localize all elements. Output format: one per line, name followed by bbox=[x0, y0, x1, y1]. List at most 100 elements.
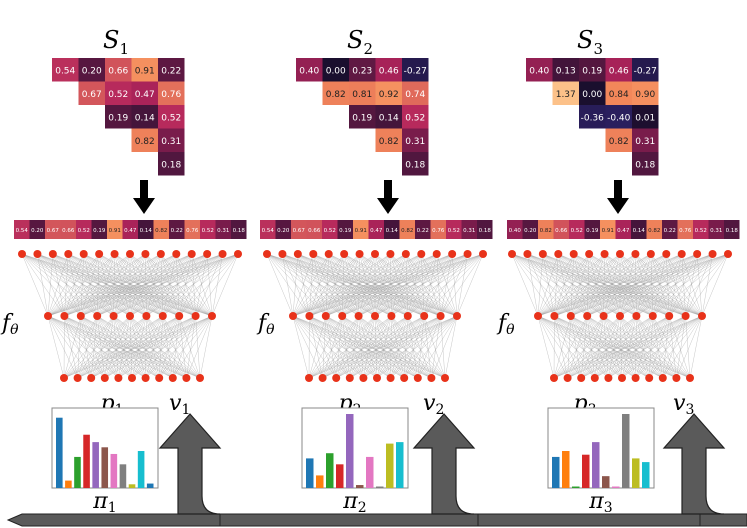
network-edge bbox=[131, 315, 163, 379]
network-edge bbox=[570, 253, 621, 317]
network-edge bbox=[343, 253, 359, 317]
network-edge bbox=[113, 253, 239, 317]
network-edge bbox=[292, 315, 378, 379]
matrix-cell bbox=[605, 58, 632, 82]
value-subscript: 3 bbox=[685, 402, 694, 418]
network-edge bbox=[297, 253, 392, 317]
network-edge bbox=[570, 253, 729, 317]
network-edge bbox=[342, 253, 422, 317]
network-edge bbox=[292, 253, 329, 317]
state-label: S3 bbox=[577, 26, 603, 58]
network-edge bbox=[129, 253, 208, 317]
network-edge bbox=[594, 315, 670, 379]
network-edge bbox=[573, 253, 670, 317]
network-edge bbox=[129, 253, 177, 317]
vector-cell bbox=[29, 220, 45, 239]
network-edge bbox=[91, 315, 114, 379]
network-edge bbox=[195, 253, 239, 317]
network-edge bbox=[297, 253, 408, 317]
network-edge bbox=[374, 253, 458, 317]
matrix-cell bbox=[158, 152, 185, 176]
network-edge bbox=[292, 253, 299, 317]
network-edge bbox=[129, 253, 213, 317]
matrix-cell bbox=[632, 105, 659, 129]
network-edge bbox=[537, 315, 609, 379]
network-edge bbox=[97, 253, 161, 317]
network-edge bbox=[80, 253, 239, 317]
network-edge bbox=[666, 253, 670, 317]
gray-curved-up-arrow-icon bbox=[158, 413, 222, 515]
network-edge bbox=[581, 315, 670, 379]
network-edge bbox=[374, 315, 378, 379]
network-edge bbox=[179, 253, 223, 317]
network-edge bbox=[342, 253, 484, 317]
network-edge bbox=[537, 253, 682, 317]
network-edge bbox=[80, 253, 146, 317]
network-edge bbox=[436, 253, 441, 317]
network-edge bbox=[587, 253, 713, 317]
network-edge bbox=[587, 253, 590, 317]
network-node bbox=[305, 312, 314, 320]
network-node bbox=[359, 374, 368, 382]
network-edge bbox=[376, 315, 392, 379]
network-node bbox=[550, 374, 558, 382]
network-edge bbox=[146, 253, 223, 317]
vector-cell bbox=[507, 220, 523, 239]
vector-cell-value: 0.66 bbox=[308, 228, 321, 234]
network-edge bbox=[52, 253, 114, 317]
network-edge bbox=[542, 253, 686, 317]
network-edge bbox=[619, 315, 623, 379]
network-edge bbox=[570, 253, 605, 317]
network-edge bbox=[604, 253, 653, 317]
network-edge bbox=[635, 253, 670, 317]
network-edge bbox=[636, 253, 652, 317]
network-edge bbox=[99, 253, 196, 317]
network-node bbox=[355, 250, 364, 258]
network-edge bbox=[363, 315, 392, 379]
network-node bbox=[87, 374, 96, 382]
f-theta-subscript: θ bbox=[10, 322, 19, 338]
policy-bar bbox=[119, 464, 127, 488]
network-edge bbox=[390, 253, 425, 317]
network-edge bbox=[336, 315, 408, 379]
network-edge bbox=[77, 315, 163, 379]
network-node bbox=[590, 374, 599, 382]
network-edge bbox=[104, 315, 147, 379]
network-edge bbox=[160, 253, 180, 317]
matrix-cell bbox=[375, 105, 402, 129]
network-edge bbox=[573, 253, 686, 317]
network-node bbox=[95, 250, 104, 258]
pi-arrow-band bbox=[6, 513, 747, 527]
network-node bbox=[109, 312, 118, 320]
network-edge bbox=[47, 253, 84, 317]
policy-bar bbox=[326, 453, 334, 488]
matrix-cell-value: 0.31 bbox=[635, 137, 655, 147]
vector-cell bbox=[260, 220, 276, 239]
vector-cell-value: 0.22 bbox=[417, 228, 429, 234]
network-edge bbox=[325, 253, 391, 317]
network-edge bbox=[553, 315, 637, 379]
network-edge bbox=[292, 253, 314, 317]
network-edge bbox=[325, 253, 437, 317]
network-edge bbox=[282, 253, 458, 317]
network-edge bbox=[581, 315, 621, 379]
network-edge bbox=[176, 253, 196, 317]
network-edge bbox=[52, 253, 81, 317]
network-node bbox=[681, 312, 690, 320]
network-edge bbox=[328, 253, 425, 317]
vector-cell-value: 0.52 bbox=[78, 228, 90, 234]
network-edge bbox=[570, 315, 609, 379]
network-edge bbox=[313, 253, 408, 317]
network-edge bbox=[292, 315, 323, 379]
network-edge bbox=[537, 253, 544, 317]
network-edge bbox=[587, 253, 698, 317]
network-edge bbox=[587, 253, 605, 317]
network-edge bbox=[64, 253, 146, 317]
network-edge bbox=[118, 315, 131, 379]
network-edge bbox=[621, 315, 637, 379]
network-edge bbox=[313, 253, 458, 317]
network-edge bbox=[266, 253, 392, 317]
network-edge bbox=[145, 315, 147, 379]
network-edge bbox=[266, 253, 408, 317]
